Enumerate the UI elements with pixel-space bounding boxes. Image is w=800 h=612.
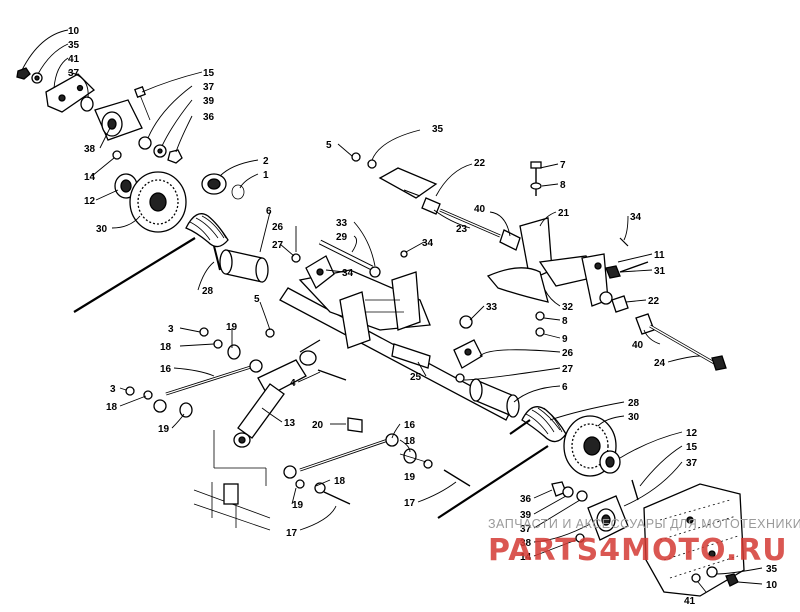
label-12: 12 (686, 428, 698, 439)
label-19: 19 (292, 500, 304, 511)
label-3: 3 (110, 384, 116, 395)
label-27: 27 (562, 364, 574, 375)
label-17: 17 (286, 528, 298, 539)
left-end-bracket-assembly (16, 67, 245, 233)
label-20: 20 (312, 420, 324, 431)
label-36: 36 (203, 112, 215, 123)
label-7: 7 (560, 160, 566, 171)
label-18: 18 (106, 402, 118, 413)
label-18: 18 (160, 342, 172, 353)
label-33: 33 (336, 218, 348, 229)
label-13: 13 (284, 418, 296, 429)
label-41: 41 (68, 54, 80, 65)
label-28: 28 (628, 398, 640, 409)
label-5: 5 (254, 294, 260, 305)
label-18: 18 (334, 476, 346, 487)
label-16: 16 (160, 364, 172, 375)
label-32: 32 (562, 302, 574, 313)
label-10: 10 (766, 580, 778, 591)
label-35: 35 (766, 564, 778, 575)
label-41: 41 (684, 596, 696, 607)
label-37: 37 (686, 458, 698, 469)
label-19: 19 (226, 322, 238, 333)
label-34: 34 (342, 268, 354, 279)
label-16: 16 (404, 420, 416, 431)
right-pivot-bracket (486, 161, 649, 337)
label-24: 24 (654, 358, 666, 369)
label-23: 23 (456, 224, 468, 235)
label-8: 8 (562, 316, 568, 327)
upper-bracket-and-rod (378, 167, 521, 251)
label-26: 26 (272, 222, 284, 233)
leader-lines (21, 29, 763, 593)
label-35: 35 (432, 124, 444, 135)
label-6: 6 (266, 206, 272, 217)
label-36: 36 (520, 494, 532, 505)
main-cross-shaft (219, 152, 520, 421)
label-33: 33 (486, 302, 498, 313)
label-38: 38 (84, 144, 96, 155)
label-9: 9 (562, 334, 568, 345)
label-5: 5 (326, 140, 332, 151)
label-37: 37 (68, 68, 80, 79)
left-torsion-spring (73, 213, 229, 313)
label-30: 30 (628, 412, 640, 423)
right-adjuster-rod (611, 295, 727, 371)
label-19: 19 (158, 424, 170, 435)
label-10: 10 (68, 26, 80, 37)
label-3: 3 (168, 324, 174, 335)
label-25: 25 (410, 372, 422, 383)
label-12: 12 (84, 196, 96, 207)
label-39: 39 (203, 96, 215, 107)
label-11: 11 (654, 250, 665, 261)
label-6: 6 (562, 382, 568, 393)
label-2: 2 (263, 156, 269, 167)
label-28: 28 (202, 286, 214, 297)
label-8: 8 (560, 180, 566, 191)
label-22: 22 (474, 158, 486, 169)
label-22: 22 (648, 296, 660, 307)
label-31: 31 (654, 266, 666, 277)
label-35: 35 (68, 40, 80, 51)
label-19: 19 (404, 472, 416, 483)
label-38: 38 (520, 538, 532, 549)
label-15: 15 (686, 442, 698, 453)
label-15: 15 (203, 68, 215, 79)
label-21: 21 (558, 208, 570, 219)
label-27: 27 (272, 240, 284, 251)
label-17: 17 (404, 498, 416, 509)
label-40: 40 (474, 204, 486, 215)
label-34: 34 (422, 238, 434, 249)
label-40: 40 (632, 340, 644, 351)
label-14: 14 (520, 552, 532, 563)
label-26: 26 (562, 348, 574, 359)
label-37: 37 (520, 524, 532, 535)
label-18: 18 (404, 436, 416, 447)
label-34: 34 (630, 212, 642, 223)
label-39: 39 (520, 510, 532, 521)
right-torsion-spring-and-wheel (437, 406, 745, 597)
label-4: 4 (290, 378, 296, 389)
shock-absorber-and-links (125, 327, 471, 531)
label-37: 37 (203, 82, 215, 93)
part-number-labels: 10 35 41 37 15 37 39 36 38 14 12 30 2 1 … (68, 26, 778, 607)
watermark: ЗАПЧАСТИ И АКСЕССУАРЫ ДЛЯ МОТОТЕХНИКИ PA… (488, 517, 800, 568)
label-29: 29 (336, 232, 348, 243)
watermark-logo: PARTS4MOTO.RU (488, 533, 788, 568)
label-14: 14 (84, 172, 96, 183)
label-30: 30 (96, 224, 108, 235)
watermark-tagline: ЗАПЧАСТИ И АКСЕССУАРЫ ДЛЯ МОТОТЕХНИКИ (488, 517, 800, 531)
label-1: 1 (263, 170, 269, 181)
